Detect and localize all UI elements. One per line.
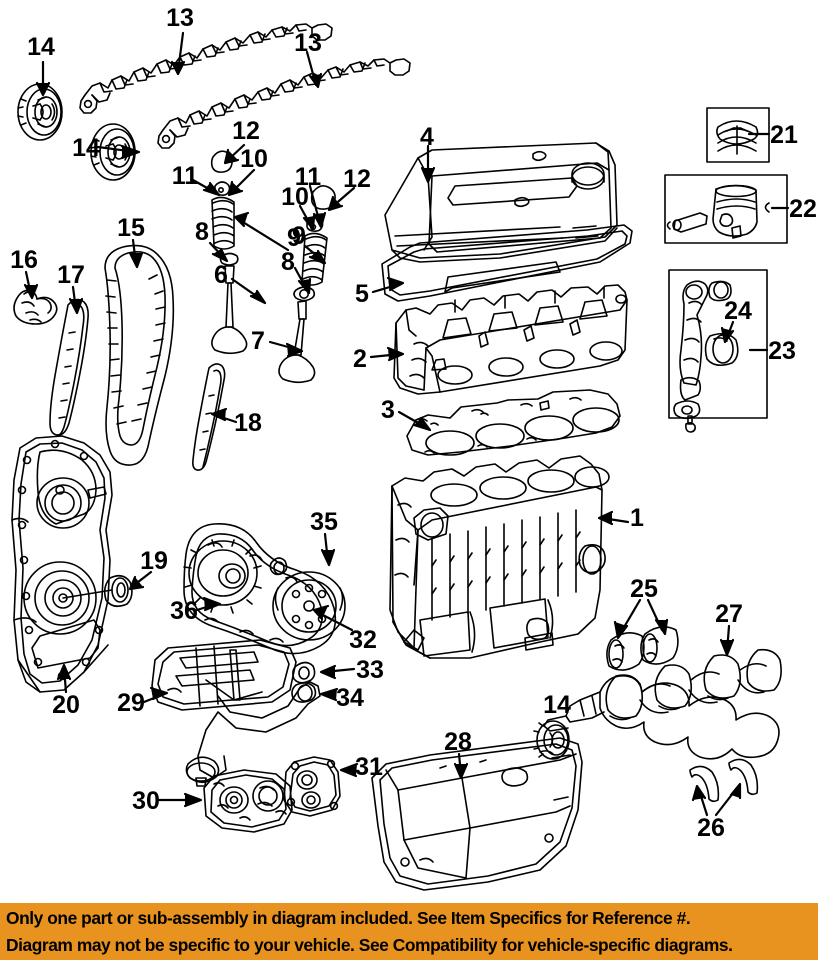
timing-chain-cover <box>11 435 113 693</box>
callout-number-26: 26 <box>697 814 725 842</box>
callout-number-4: 4 <box>420 123 434 151</box>
callout-number-14c: 14 <box>543 691 571 719</box>
callout-number-21: 21 <box>770 121 798 149</box>
crankshaft-sprocket <box>533 720 570 760</box>
callout-number-29: 29 <box>117 689 145 717</box>
valve-cover-gasket <box>381 224 633 302</box>
callout-number-35: 35 <box>310 508 338 536</box>
callout-number-28: 28 <box>444 728 472 756</box>
callout-number-5: 5 <box>355 280 369 308</box>
callout-number-8: 8 <box>195 218 209 246</box>
callout-number-10b: 10 <box>281 183 309 211</box>
callout-number-9b: 9 <box>292 222 306 250</box>
callout-number-20: 20 <box>52 691 80 719</box>
callout-number-36: 36 <box>170 597 198 625</box>
callout-number-7: 7 <box>251 327 265 355</box>
oil-pickup-tube <box>185 661 321 787</box>
cylinder-head <box>393 284 628 395</box>
timing-chain <box>104 244 175 466</box>
crankshaft-front-oil-seal <box>62 574 133 608</box>
callout-number-11: 11 <box>172 162 199 190</box>
disclaimer-banner: Only one part or sub-assembly in diagram… <box>0 903 818 960</box>
callout-number-25: 25 <box>630 575 658 603</box>
callout-number-12b: 12 <box>343 165 371 193</box>
engine-exploded-diagram: 1 2 3 4 5 6 7 8 8 9 9 10 10 11 11 12 12 … <box>10 4 817 891</box>
callout-number-17: 17 <box>57 261 85 289</box>
balance-shaft-assembly <box>183 523 346 655</box>
engine-cylinder-block <box>389 455 610 659</box>
callout-number-11b: 11 <box>295 163 322 191</box>
crankshaft-thrust-washers <box>689 758 759 803</box>
callout-number-10: 10 <box>240 145 268 173</box>
callout-number-31: 31 <box>355 753 383 781</box>
camshaft-lower <box>157 58 411 149</box>
oil-pan <box>371 737 583 891</box>
callout-number-16: 16 <box>10 246 38 274</box>
crankshaft <box>543 648 782 760</box>
timing-chain-guide-long <box>49 298 89 436</box>
cylinder-head-gasket <box>406 389 621 456</box>
callout-number-30: 30 <box>132 787 160 815</box>
callout-number-19: 19 <box>140 547 168 575</box>
disclaimer-line-1: Only one part or sub-assembly in diagram… <box>6 908 691 928</box>
callout-number-34: 34 <box>336 684 364 712</box>
callout-number-2: 2 <box>353 345 367 373</box>
callout-number-14b: 14 <box>72 134 100 162</box>
callout-number-9: 9 <box>287 224 301 252</box>
disclaimer-line-2: Diagram may not be specific to your vehi… <box>6 935 733 955</box>
callout-number-6: 6 <box>214 261 228 289</box>
callout-number-33: 33 <box>356 656 384 684</box>
callout-number-13: 13 <box>166 4 194 32</box>
callout-number-32: 32 <box>349 626 377 654</box>
callout-leaders <box>23 31 790 817</box>
oil-pump <box>203 756 341 833</box>
timing-chain-tensioner <box>13 289 58 325</box>
callout-number-13b: 13 <box>294 29 322 57</box>
callout-number-18: 18 <box>234 409 262 437</box>
camshaft-sprocket-upper <box>17 83 63 141</box>
callout-number-24: 24 <box>724 297 752 325</box>
crankshaft-main-bearings <box>606 626 679 671</box>
callout-number-8b: 8 <box>281 248 295 276</box>
piston-box <box>664 174 788 244</box>
callout-number-27: 27 <box>715 600 743 628</box>
callout-number-23: 23 <box>768 337 796 365</box>
callout-number-3: 3 <box>381 396 395 424</box>
valve-cover <box>384 142 618 263</box>
callout-labels: 1 2 3 4 5 6 7 8 8 9 9 10 10 11 11 12 12 … <box>10 4 817 842</box>
camshaft-upper <box>79 23 333 114</box>
callout-number-1: 1 <box>630 504 644 532</box>
callout-number-14: 14 <box>27 33 55 61</box>
callout-number-15: 15 <box>117 214 145 242</box>
callout-number-12: 12 <box>232 117 260 145</box>
callout-number-22: 22 <box>789 195 817 223</box>
timing-chain-guide-short <box>192 363 226 471</box>
